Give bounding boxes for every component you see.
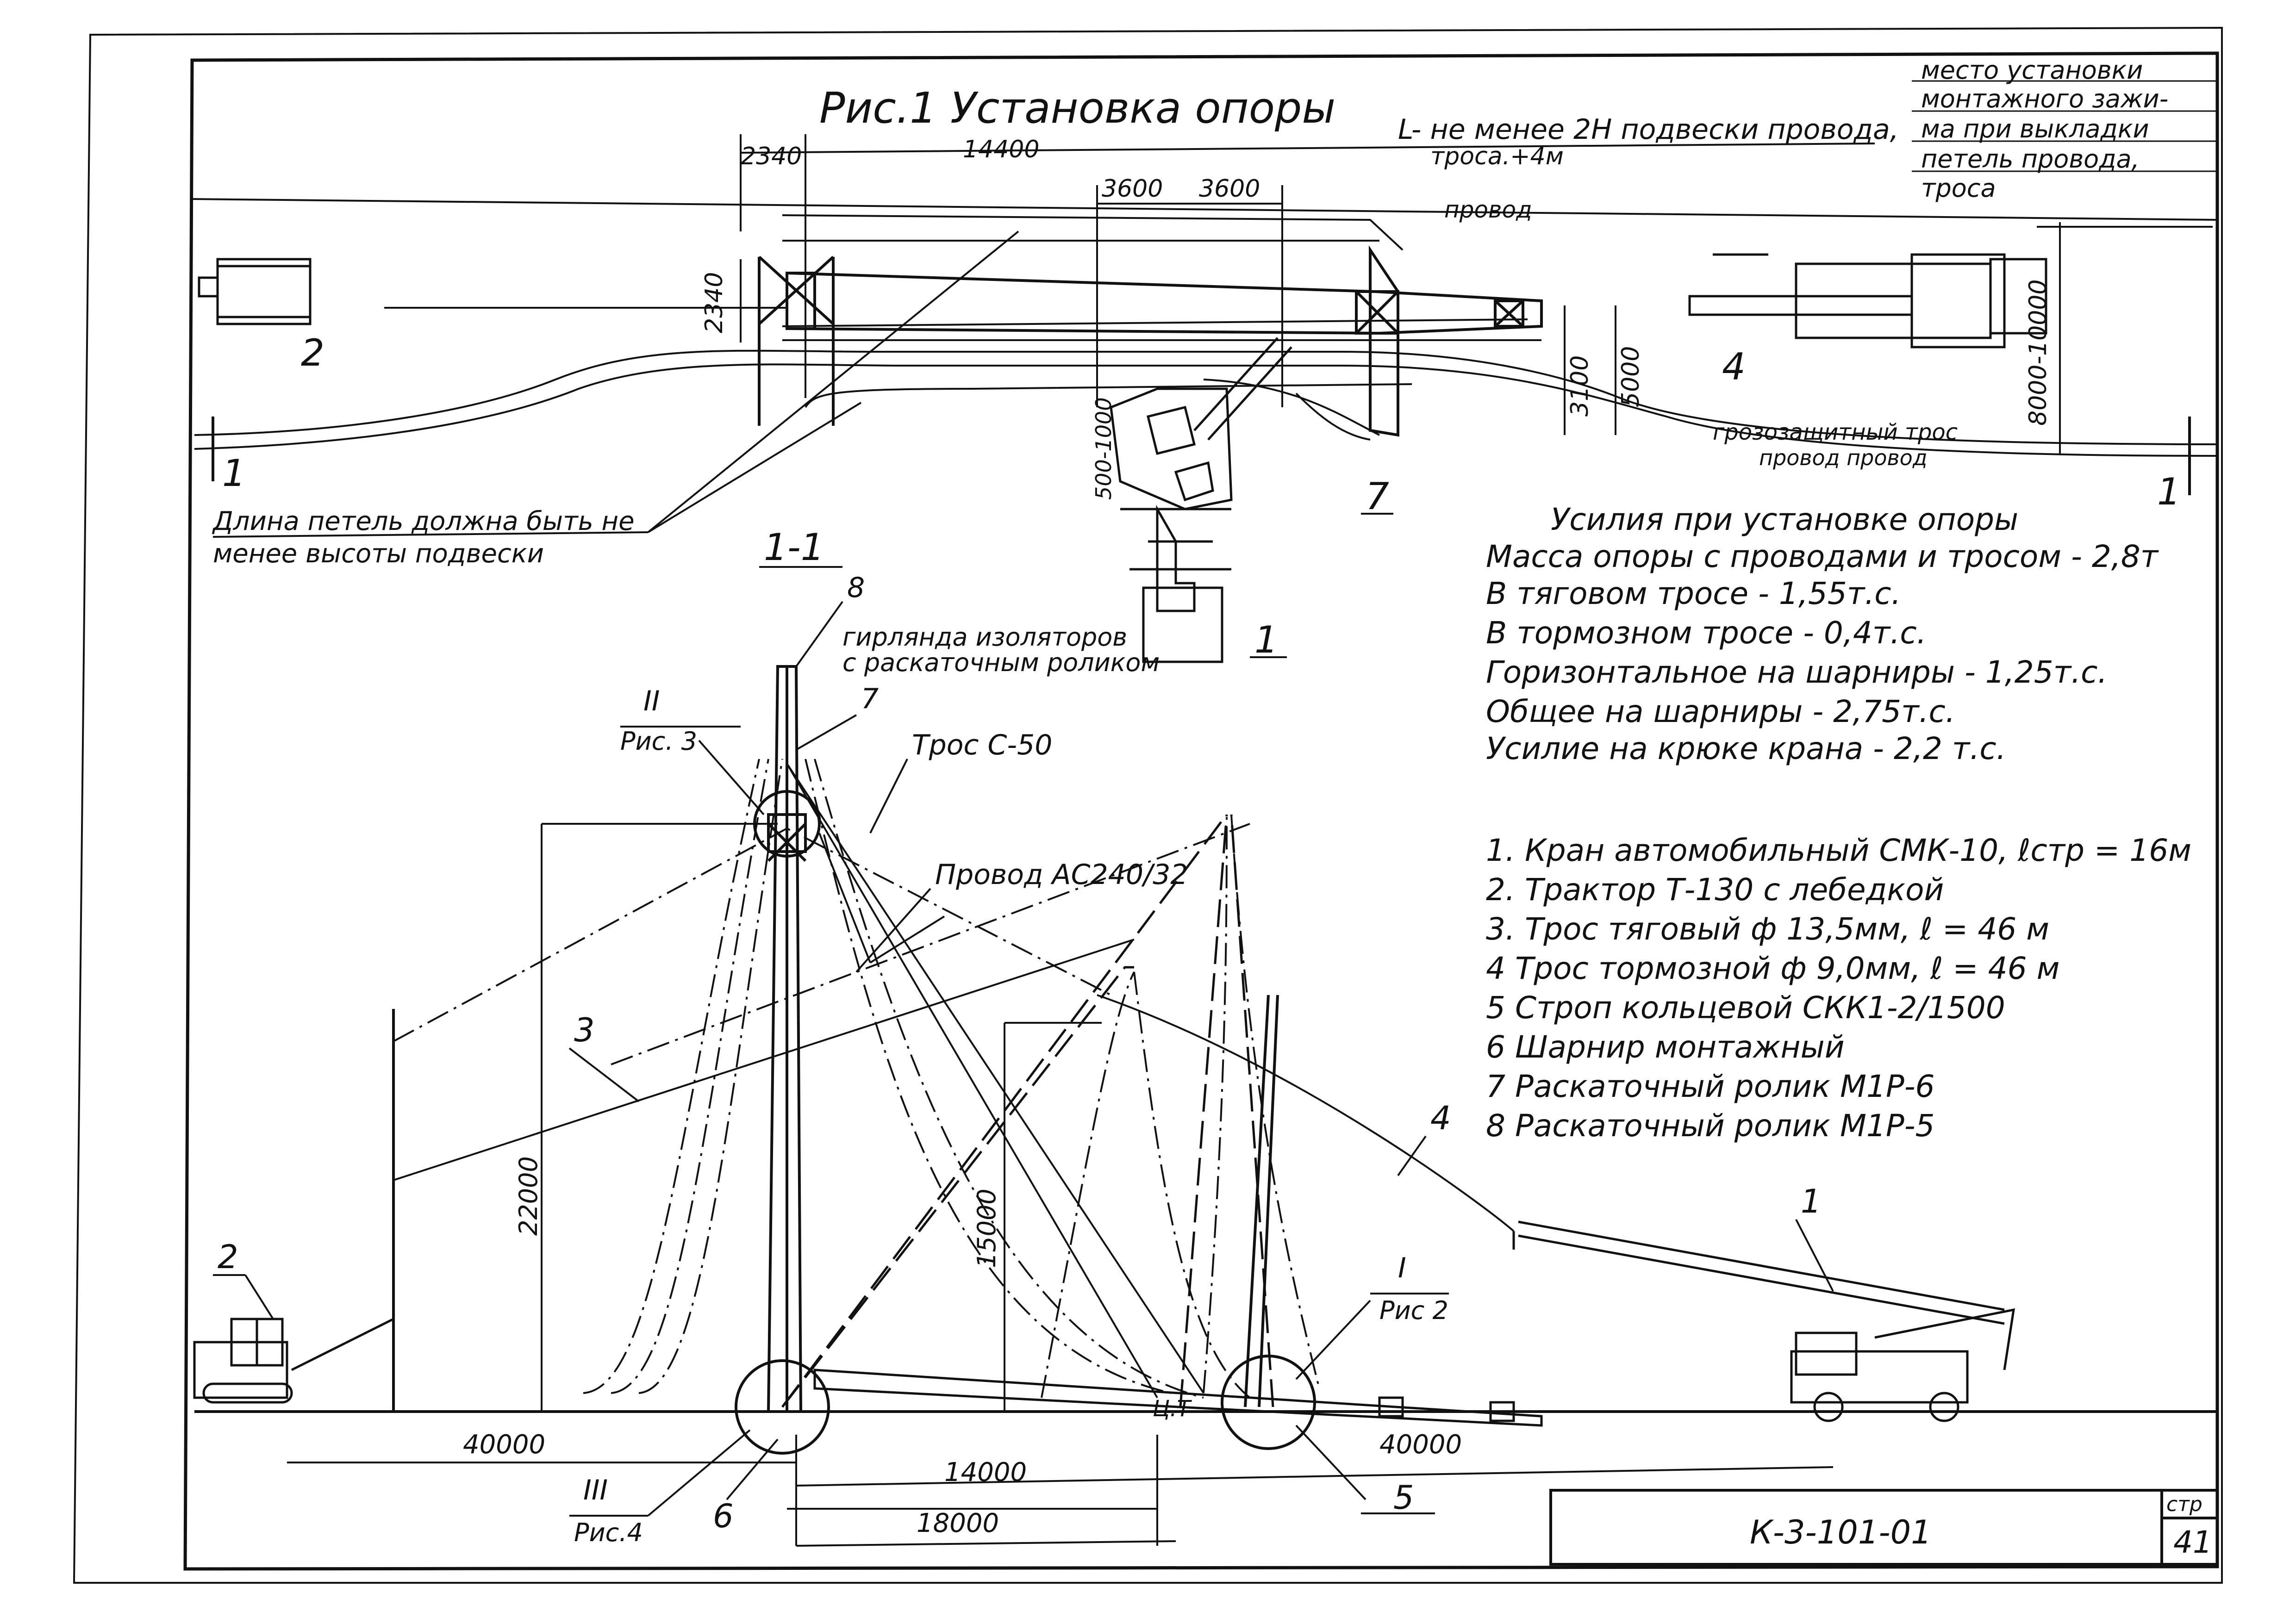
cable-curves bbox=[393, 759, 1320, 1399]
place-note-line-1: место установки bbox=[1921, 56, 2143, 85]
label-provod-top: провод bbox=[1444, 196, 1532, 223]
dim-22000: 22000 bbox=[514, 1156, 543, 1236]
ref-III: III bbox=[583, 1474, 608, 1506]
legend-item-6: 6 Шарнир монтажный bbox=[1486, 1029, 1845, 1065]
dimension-lines-top bbox=[740, 134, 1875, 407]
forces-line-5: Общее на шарниры - 2,75т.с. bbox=[1486, 694, 1955, 729]
pylon-plan bbox=[758, 245, 1543, 437]
num-1-plan: 1 bbox=[1254, 618, 1278, 661]
legend-item-4: 4 Трос тормозной ф 9,0мм, ℓ = 46 м bbox=[1486, 951, 2059, 986]
dim-3600-a: 3600 bbox=[1102, 175, 1163, 203]
legend-item-2: 2. Трактор Т-130 с лебедкой bbox=[1486, 872, 1944, 908]
ref-II-fig: Рис. 3 bbox=[620, 727, 697, 756]
loop-note: Длина петель должна быть не менее высоты… bbox=[212, 230, 1019, 569]
cg-label: Ц.Т bbox=[1153, 1396, 1192, 1422]
wire-lines bbox=[192, 198, 2218, 457]
label-grozo: грозозащитный трос bbox=[1713, 419, 1958, 445]
forces-line-4: Горизонтальное на шарниры - 1,25т.с. bbox=[1486, 654, 2107, 690]
num-6-section: 6 bbox=[713, 1497, 734, 1535]
ref-II: II bbox=[643, 685, 660, 717]
cut-marks bbox=[212, 417, 2191, 495]
loop-note-line-2: менее высоты подвески bbox=[213, 539, 544, 569]
pylon-lying bbox=[813, 1369, 1543, 1427]
provod-label: Провод АС240/32 bbox=[935, 859, 1188, 891]
figure-1-plan: Рис.1 Установка опоры 2340 14400 3600 36… bbox=[192, 56, 2218, 663]
ref-III-fig: Рис.4 bbox=[574, 1518, 643, 1547]
num-7-section: 7 bbox=[861, 683, 879, 715]
dim-2340-top: 2340 bbox=[741, 143, 802, 170]
dim-lines-right bbox=[1564, 222, 2061, 454]
num-2-plan: 2 bbox=[301, 331, 324, 374]
garland-line-1: гирлянда изоляторов bbox=[842, 622, 1127, 652]
dim-2340-side: 2340 bbox=[700, 272, 728, 333]
garland-line-2: с раскаточным роликом bbox=[842, 648, 1160, 677]
legend-item-3: 3. Трос тяговый ф 13,5мм, ℓ = 46 м bbox=[1486, 911, 2049, 947]
ref-I: I bbox=[1398, 1252, 1406, 1284]
num-2-section: 2 bbox=[218, 1238, 238, 1276]
dim-18000: 18000 bbox=[917, 1508, 999, 1538]
dim-14400: 14400 bbox=[963, 136, 1039, 163]
dimension-lines-section bbox=[287, 823, 1834, 1547]
legend-item-5: 5 Строп кольцевой СКК1-2/1500 bbox=[1486, 990, 2005, 1026]
cut-label-left: 1 bbox=[222, 452, 246, 495]
dim-3100: 3100 bbox=[1566, 355, 1594, 417]
tractor-plan bbox=[198, 258, 312, 325]
label-provod-bottom: провод провод bbox=[1759, 445, 1928, 470]
figure-1-title: Рис.1 Установка опоры bbox=[819, 83, 1335, 133]
place-note-line-4: петель провода, bbox=[1921, 144, 2140, 174]
note-length: L- не менее 2Н подвески провода, bbox=[1398, 113, 1899, 146]
forces-line-2: В тяговом тросе - 1,55т.с. bbox=[1486, 576, 1901, 611]
forces-line-1: Масса опоры с проводами и тросом - 2,8т bbox=[1486, 539, 2159, 574]
tractor-side bbox=[193, 1318, 394, 1404]
loop-note-line-1: Длина петель должна быть не bbox=[212, 506, 635, 536]
section-title: 1-1 bbox=[764, 526, 824, 569]
stamp-page-label: стр bbox=[2166, 1493, 2202, 1516]
num-8-section: 8 bbox=[847, 572, 865, 604]
legend-item-1: 1. Кран автомобильный СМК-10, ℓстр = 16м bbox=[1486, 833, 2191, 868]
place-note-line-2: монтажного зажи- bbox=[1921, 84, 2168, 113]
num-4-plan: 4 bbox=[1722, 345, 1746, 388]
place-note-line-3: ма при выкладки bbox=[1921, 114, 2149, 143]
place-note-line-5: троса bbox=[1921, 174, 1996, 203]
stamp-code: К-3-101-01 bbox=[1750, 1513, 1932, 1551]
forces-line-6: Усилие на крюке крана - 2,2 т.с. bbox=[1486, 731, 2006, 766]
title-stamp: К-3-101-01 стр 41 bbox=[1549, 1489, 2219, 1566]
num-1-section: 1 bbox=[1801, 1182, 1822, 1220]
straight-cables bbox=[393, 763, 1515, 1399]
legend-item-8: 8 Раскаточный ролик М1Р-5 bbox=[1486, 1108, 1935, 1144]
forces-title: Усилия при установке опоры bbox=[1551, 502, 2018, 537]
truck-plan bbox=[1688, 253, 2047, 348]
num-4-section: 4 bbox=[1430, 1099, 1451, 1137]
dim-15000: 15000 bbox=[972, 1188, 1001, 1268]
ref-I-fig: Рис 2 bbox=[1379, 1296, 1448, 1325]
crane-plan bbox=[1110, 337, 1292, 663]
dim-8000-10000: 8000-10000 bbox=[2024, 279, 2052, 426]
num-3-section: 3 bbox=[574, 1011, 595, 1049]
note-length-2: троса.+4м bbox=[1430, 143, 1564, 170]
section-1-1: 1-1 bbox=[193, 526, 2217, 1547]
pylon-vertical bbox=[735, 665, 830, 1455]
stamp-page-number: 41 bbox=[2173, 1524, 2212, 1560]
place-note: место установки монтажного зажи- ма при … bbox=[1912, 56, 2217, 203]
sheet-frame bbox=[73, 26, 2223, 1584]
crane-truck bbox=[1512, 1220, 2015, 1422]
dim-40000-left: 40000 bbox=[463, 1430, 545, 1460]
dim-5000: 5000 bbox=[1617, 346, 1645, 407]
cut-label-right: 1 bbox=[2157, 470, 2181, 513]
tros-label: Трос С-50 bbox=[912, 729, 1052, 761]
legend-block: 1. Кран автомобильный СМК-10, ℓстр = 16м… bbox=[1486, 833, 2191, 1144]
dim-3600-b: 3600 bbox=[1199, 175, 1260, 203]
pylon-near-vertical bbox=[1221, 995, 1316, 1450]
dim-500-1000: 500-1000 bbox=[1091, 398, 1116, 500]
legend-item-7: 7 Раскаточный ролик М1Р-6 bbox=[1486, 1069, 1935, 1104]
forces-block: Усилия при установке опоры Масса опоры с… bbox=[1486, 502, 2159, 766]
dim-40000-right: 40000 bbox=[1379, 1430, 1462, 1460]
num-7-plan: 7 bbox=[1366, 475, 1389, 518]
forces-line-3: В тормозном тросе - 0,4т.с. bbox=[1486, 615, 1927, 651]
num-5-section: 5 bbox=[1393, 1479, 1414, 1517]
dim-14000: 14000 bbox=[944, 1457, 1027, 1487]
